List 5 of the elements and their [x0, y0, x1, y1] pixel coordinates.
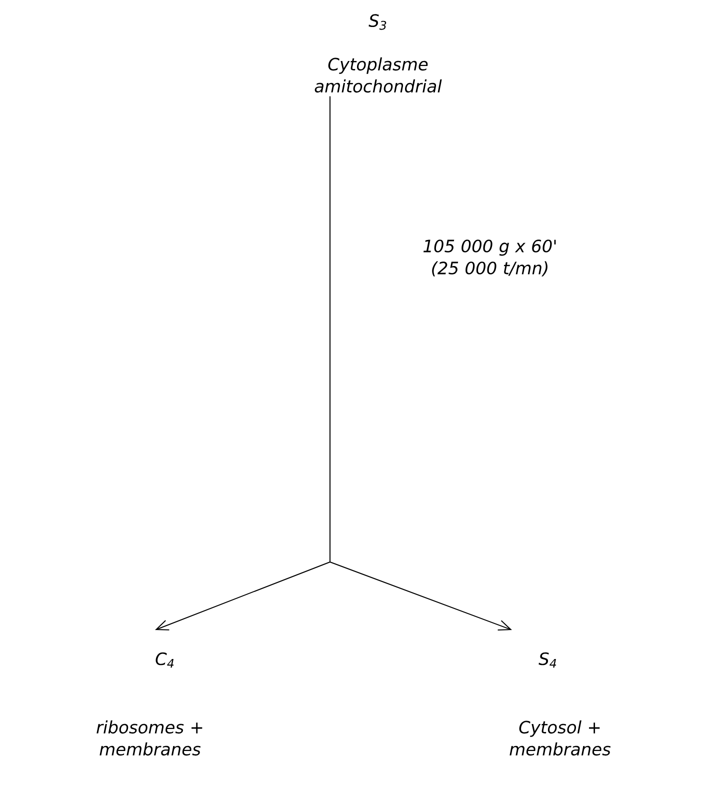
fraction-label: S$_{3}$ Cytoplasme amitochondrial	[314, 14, 442, 93]
centrifugation-note: 105 000 g x 60' (25 000 t/mn)	[423, 240, 556, 276]
arrow	[330, 96, 512, 631]
fraction-label: C$_{4}$ ribosomes + membranes	[96, 652, 202, 756]
fraction-label: S$_{4}$ Cytosol + membranes	[510, 652, 611, 756]
